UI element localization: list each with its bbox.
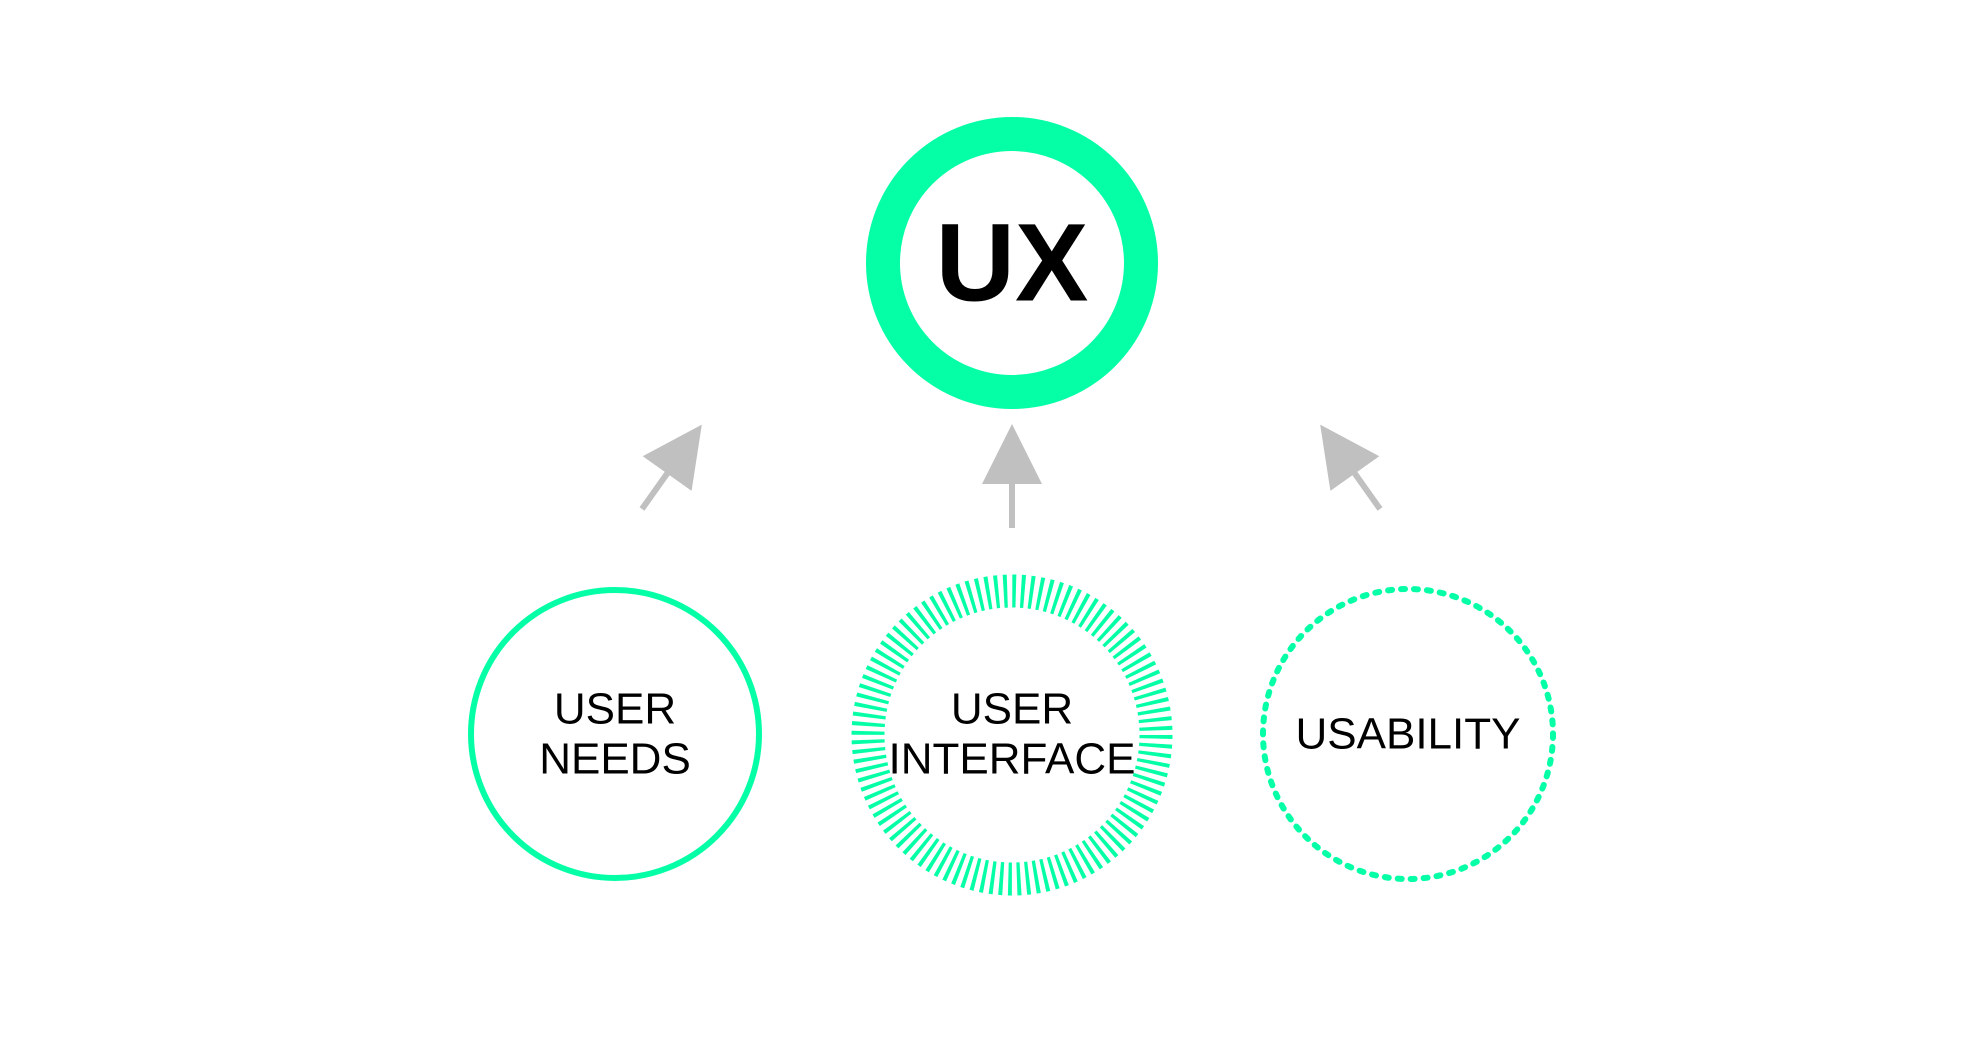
user-needs-node: USER NEEDS (468, 587, 762, 881)
user-interface-label-line1: USER (951, 685, 1073, 734)
arrow-usability-to-ux (1320, 424, 1383, 511)
user-needs-label-line2: NEEDS (539, 735, 691, 784)
usability-ring (1260, 586, 1556, 882)
user-needs-ring (468, 587, 762, 881)
user-needs-label-line1: USER (554, 685, 676, 734)
user-interface-ring (851, 574, 1173, 896)
user-interface-label-line2: INTERFACE (889, 735, 1136, 784)
arrows (639, 424, 1383, 528)
ux-label: UX (936, 202, 1089, 325)
arrow-user-needs-to-ux (639, 424, 702, 511)
user-interface-node: USER INTERFACE (851, 574, 1173, 896)
usability-label: USABILITY (1296, 710, 1521, 759)
ux-node: UX (866, 117, 1158, 409)
usability-node: USABILITY (1260, 586, 1556, 882)
ux-ring (866, 117, 1158, 409)
